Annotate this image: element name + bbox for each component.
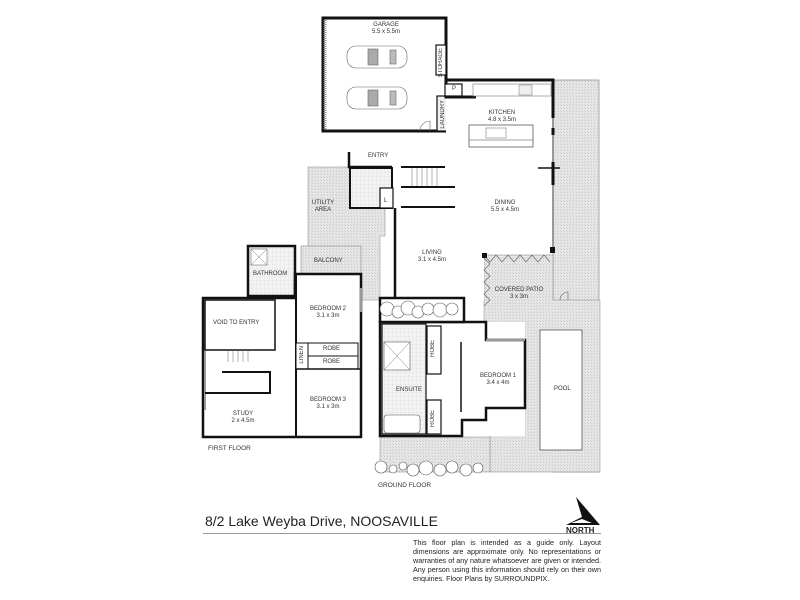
property-address: 8/2 Lake Weyba Drive, NOOSAVILLE xyxy=(205,513,438,529)
pantry xyxy=(444,83,463,97)
shrubs-icon xyxy=(374,460,484,477)
room-label-robe: ROBE xyxy=(323,359,341,365)
car-icon xyxy=(346,45,408,69)
divider xyxy=(203,533,601,534)
pool xyxy=(539,329,583,451)
robe-cupboard xyxy=(426,399,442,435)
first-floor xyxy=(201,244,363,439)
north-label: NORTH xyxy=(566,526,595,535)
room-label-pantry: P xyxy=(451,86,456,92)
bifold-door xyxy=(483,257,491,307)
cooktop-icon xyxy=(518,84,533,96)
room-label-robe: ROBE xyxy=(430,340,436,358)
room-label-void: VOID TO ENTRY xyxy=(213,320,260,326)
ground-floor xyxy=(307,16,601,477)
room-label-pool: POOL xyxy=(554,386,571,392)
robe-cupboard xyxy=(426,325,442,375)
room-label-ensuite: ENSUITE xyxy=(396,387,423,393)
room-label-linen: L xyxy=(384,198,388,204)
kitchen-bench xyxy=(472,83,552,97)
first-floor-label: FIRST FLOOR xyxy=(208,445,251,452)
disclaimer-text: This floor plan is intended as a guide o… xyxy=(413,538,601,583)
room-label-utility: UTILITY AREA xyxy=(311,200,335,213)
room-label-linen: LINEN xyxy=(299,346,305,364)
room-label-entry: ENTRY xyxy=(368,153,389,159)
room-label-robe: ROBE xyxy=(323,346,341,352)
sink-icon xyxy=(485,127,507,139)
room-label-storage: STORAGE xyxy=(438,48,444,78)
linen-cupboard xyxy=(379,187,394,209)
stairs-icon xyxy=(411,168,438,186)
room-label-balcony: BALCONY xyxy=(314,258,343,264)
bath-icon xyxy=(383,414,421,434)
north-arrow-icon xyxy=(566,497,600,525)
room-label-laundry: LAUNDRY xyxy=(440,100,446,129)
shrubs-icon xyxy=(379,300,459,319)
garage-room xyxy=(321,16,448,133)
ground-floor-label: GROUND FLOOR xyxy=(378,482,432,489)
void-area xyxy=(204,299,276,351)
bifold-door xyxy=(483,254,551,263)
car-icon xyxy=(346,86,408,110)
storage-room xyxy=(435,44,447,76)
room-label-bathroom: BATHROOM xyxy=(253,271,288,277)
room-label-robe: ROBE xyxy=(430,410,436,428)
